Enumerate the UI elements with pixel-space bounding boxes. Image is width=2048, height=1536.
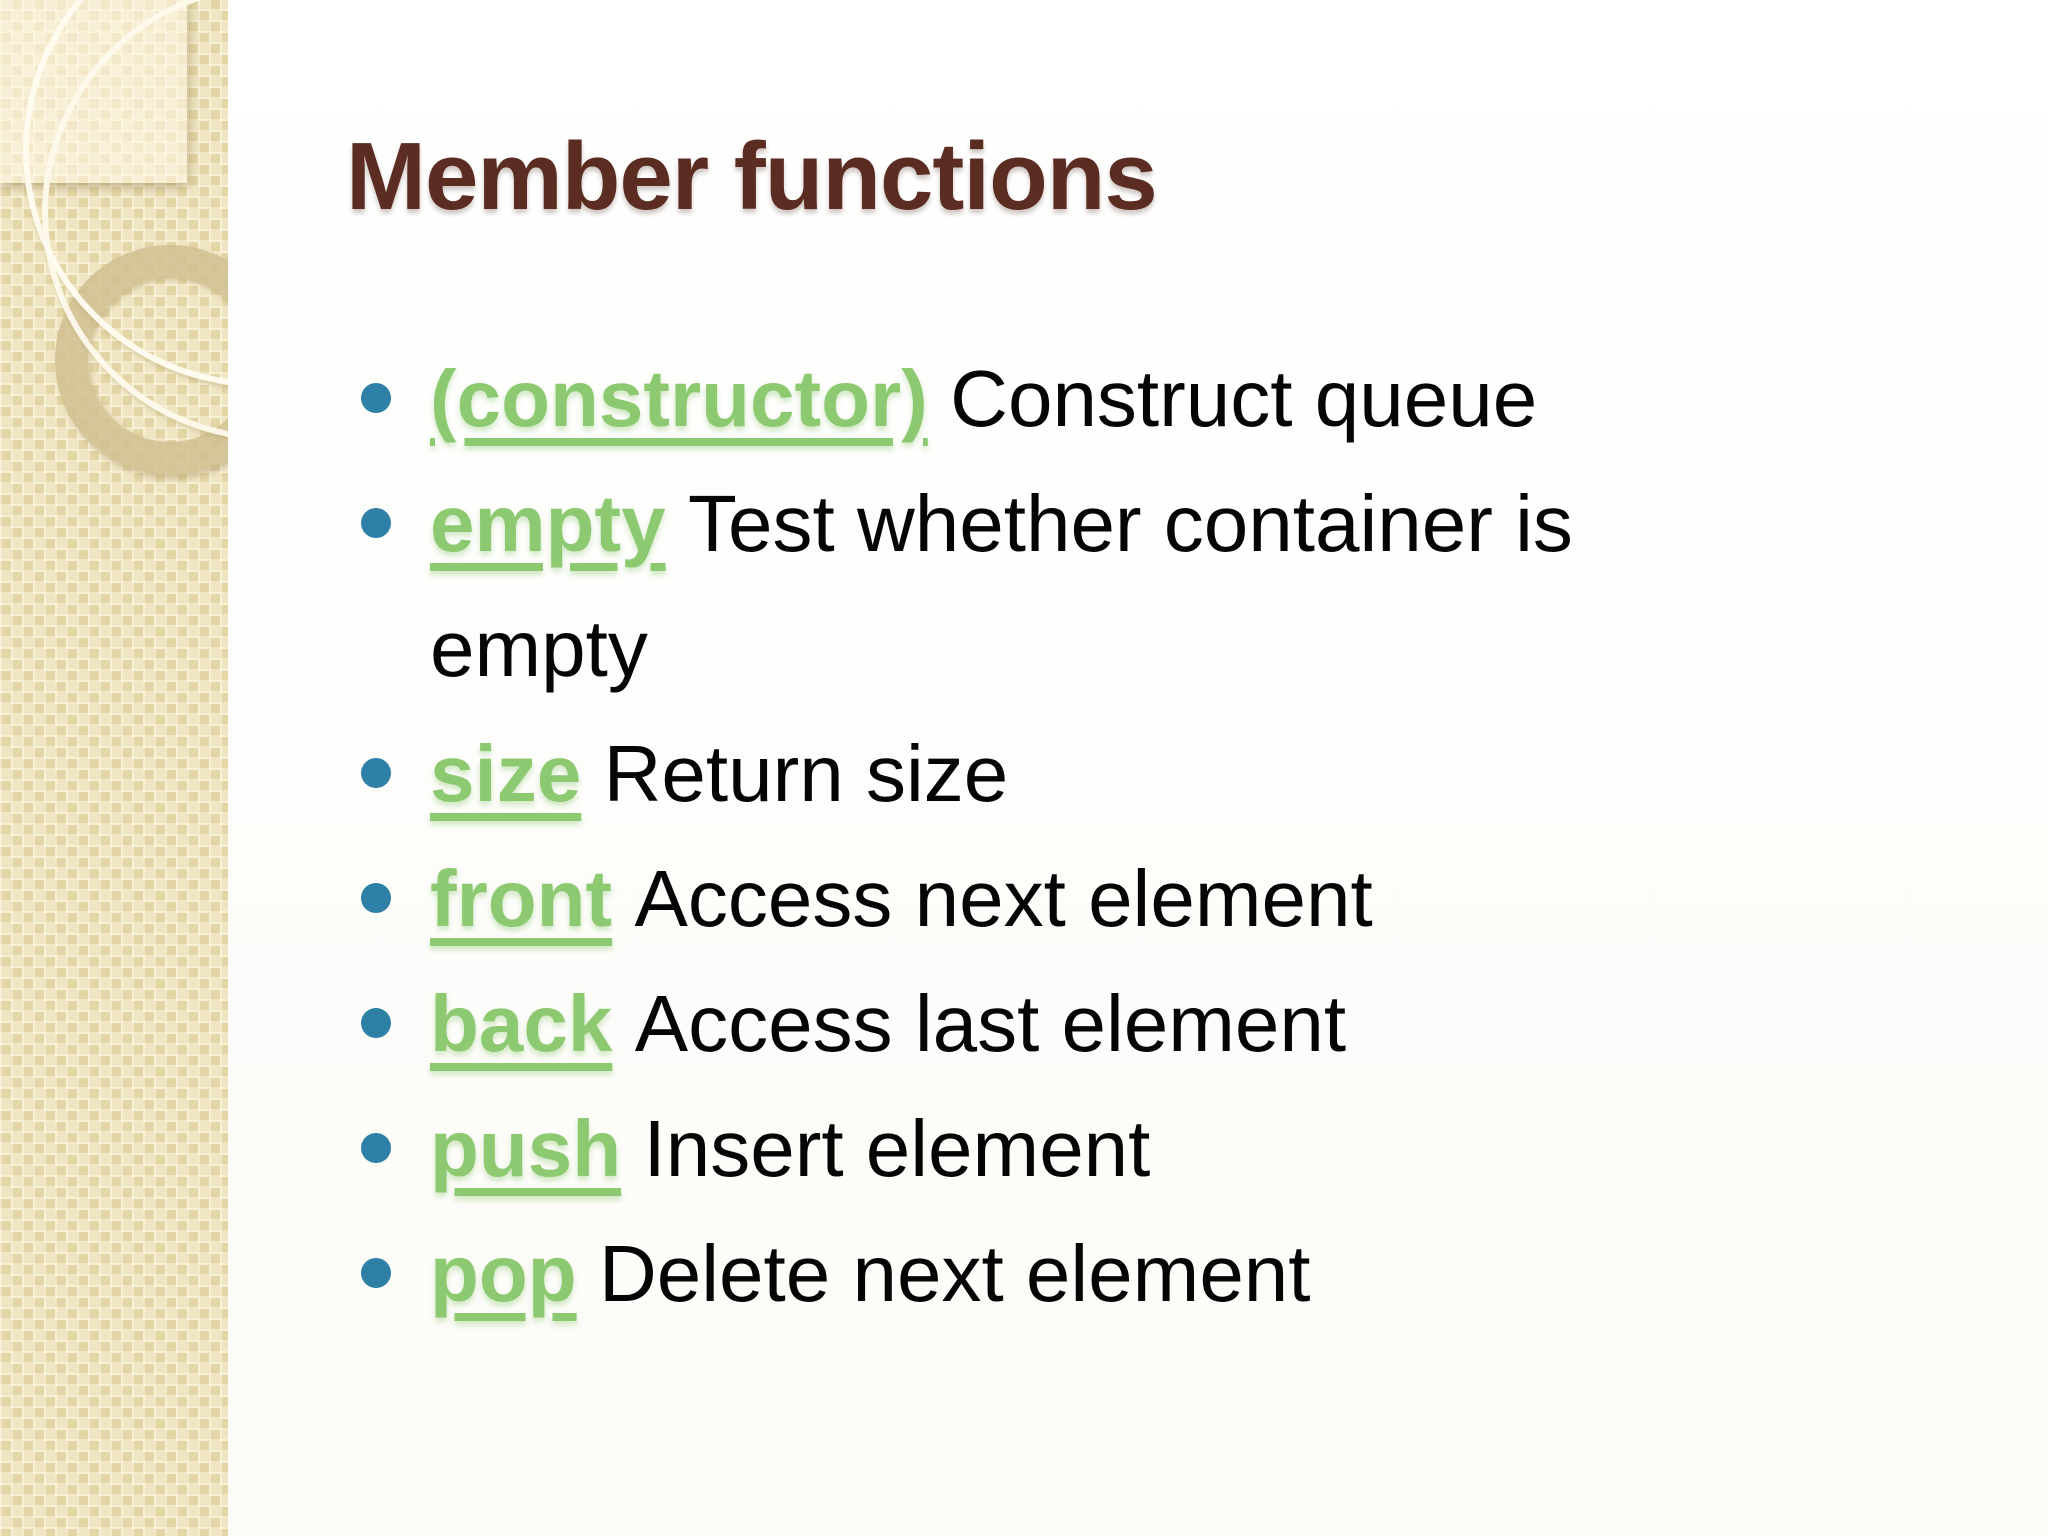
bullet-icon bbox=[361, 508, 391, 538]
bullet-icon bbox=[361, 883, 391, 913]
function-link[interactable]: front bbox=[430, 854, 613, 943]
function-link[interactable]: empty bbox=[430, 479, 666, 568]
bullet-icon bbox=[361, 1258, 391, 1288]
function-description: Test whether container is empty bbox=[430, 479, 1573, 693]
function-description: Construct queue bbox=[950, 354, 1538, 443]
function-description: Return size bbox=[603, 729, 1009, 818]
function-description: Access next element bbox=[634, 854, 1373, 943]
slide-content: Member functions (constructor)Construct … bbox=[228, 0, 2048, 1536]
decorative-sidebar bbox=[0, 0, 228, 1536]
function-description: Delete next element bbox=[599, 1229, 1311, 1318]
bullet-icon bbox=[361, 1008, 391, 1038]
function-description: Insert element bbox=[643, 1104, 1151, 1193]
function-link[interactable]: back bbox=[430, 979, 613, 1068]
function-link[interactable]: push bbox=[430, 1104, 622, 1193]
function-link[interactable]: pop bbox=[430, 1229, 577, 1318]
bullet-icon bbox=[361, 383, 391, 413]
function-description: Access last element bbox=[634, 979, 1347, 1068]
list-item: (constructor)Construct queue bbox=[346, 336, 1736, 461]
bullet-icon bbox=[361, 758, 391, 788]
function-link[interactable]: size bbox=[430, 729, 582, 818]
bullet-icon bbox=[361, 1133, 391, 1163]
function-link[interactable]: (constructor) bbox=[430, 354, 928, 443]
slide-title: Member functions bbox=[346, 123, 1158, 230]
